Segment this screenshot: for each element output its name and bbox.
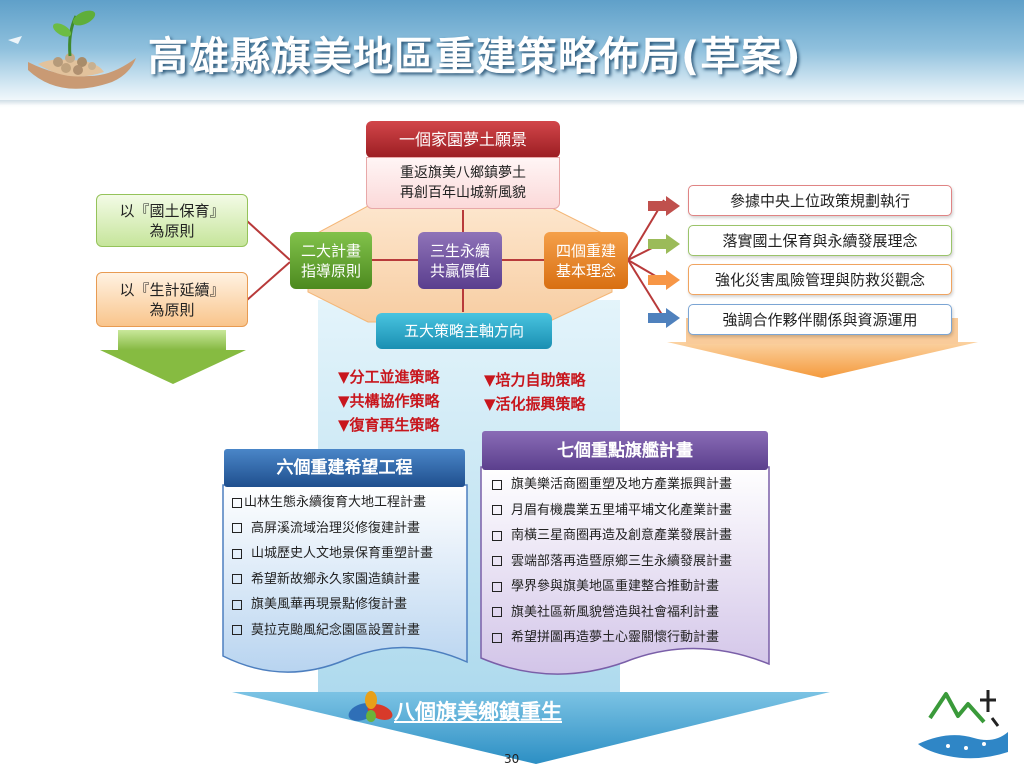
two-plans-line-1: 二大計畫	[300, 241, 361, 260]
arrow-right-icon-blue	[648, 308, 680, 328]
list-item: 月眉有機農業五里埔平埔文化產業計畫	[492, 498, 732, 524]
principle-livelihood: 以『生計延續』 為原則	[96, 272, 248, 327]
checkbox-icon	[492, 632, 502, 643]
three-sustain-box: 三生永續 共贏價值	[418, 232, 502, 289]
project-label: 高屏溪流域治理災修復建計畫	[251, 520, 421, 536]
project-label: 南橫三星商圈再造及創意產業發展計畫	[511, 528, 733, 543]
project-label: 山林生態永續復育大地工程計畫	[244, 495, 427, 510]
vision-line-1: 重返旗美八鄉鎮夢土	[400, 165, 526, 181]
list-item: 山林生態永續復育大地工程計畫	[232, 490, 433, 516]
project-label: 旗美風華再現景點修復計畫	[251, 597, 408, 612]
strategy-item: ▼共構協作策略	[338, 392, 440, 410]
project-label: 山城歷史人文地景保育重塑計畫	[251, 546, 434, 561]
four-concepts-line-1: 四個重建	[555, 241, 616, 260]
seven-projects-header: 七個重點旗艦計畫	[482, 431, 768, 470]
arrow-right-icon-green	[648, 234, 680, 254]
list-item: 南橫三星商圈再造及創意產業發展計畫	[492, 523, 732, 549]
right-arrows	[648, 196, 680, 328]
list-item: 高屏溪流域治理災修復建計畫	[232, 516, 433, 542]
principle-land-conservation: 以『國土保育』 為原則	[96, 194, 248, 247]
list-item: 旗美風華再現景點修復計畫	[232, 592, 433, 618]
hands-holding-seeds-icon	[8, 10, 136, 89]
checkbox-icon	[492, 581, 502, 592]
project-label: 希望拼圖再造夢土心靈關懷行動計畫	[511, 630, 720, 645]
strategy-list-right: ▼培力自助策略 ▼活化振興策略	[484, 368, 586, 416]
checkbox-icon	[492, 505, 502, 516]
seven-projects-list: 旗美樂活商圈重塑及地方產業振興計畫 月眉有機農業五里埔平埔文化產業計畫 南橫三星…	[492, 472, 732, 651]
region-logo-icon	[918, 690, 1008, 759]
six-projects-header: 六個重建希望工程	[224, 449, 465, 487]
project-label: 月眉有機農業五里埔平埔文化產業計畫	[511, 502, 733, 518]
list-item: 旗美樂活商圈重塑及地方產業振興計畫	[492, 472, 732, 498]
seven-projects-panel-bg	[480, 466, 770, 675]
checkbox-icon	[492, 479, 502, 490]
list-item: 莫拉克颱風紀念園區設置計畫	[232, 618, 433, 644]
project-label: 學界參與旗美地區重建整合推動計畫	[511, 579, 720, 594]
vision-line-2: 再創百年山城新風貌	[400, 185, 526, 201]
project-label: 雲端部落再造暨原鄉三生永續發展計畫	[511, 553, 733, 569]
strategy-item: ▼活化振興策略	[484, 395, 586, 413]
list-item: 山城歷史人文地景保育重塑計畫	[232, 541, 433, 567]
strategy-item: ▼培力自助策略	[484, 371, 586, 389]
list-item: 學界參與旗美地區重建整合推動計畫	[492, 574, 732, 600]
two-plans-line-2: 指導原則	[300, 261, 361, 280]
six-projects-panel-bg	[222, 484, 468, 673]
checkbox-icon	[492, 607, 502, 618]
policy-item-1: 參據中央上位政策規劃執行	[688, 185, 952, 216]
three-sustain-line-1: 三生永續	[429, 241, 490, 260]
header-divider	[0, 100, 1024, 106]
vision-description: 重返旗美八鄉鎮夢土 再創百年山城新風貌	[366, 157, 560, 209]
checkbox-icon	[232, 574, 242, 585]
checkbox-icon	[492, 530, 502, 541]
flower-logo-icon	[348, 691, 393, 722]
page-title: 高雄縣旗美地區重建策略佈局(草案)	[148, 34, 802, 80]
policy-item-4: 強調合作夥伴關係與資源運用	[688, 304, 952, 335]
strategy-list-left: ▼分工並進策略 ▼共構協作策略 ▼復育再生策略	[338, 365, 440, 437]
checkbox-icon	[492, 556, 502, 567]
list-item: 旗美社區新風貌營造與社會福利計畫	[492, 600, 732, 626]
arrow-right-icon-orange	[648, 270, 680, 290]
principle-2-line-2: 為原則	[149, 300, 195, 319]
project-label: 希望新故鄉永久家園造鎮計畫	[251, 571, 421, 587]
principle-1-line-1: 以『國土保育』	[119, 201, 225, 220]
project-label: 莫拉克颱風紀念園區設置計畫	[251, 622, 421, 638]
checkbox-icon	[232, 625, 242, 636]
strategy-item: ▼復育再生策略	[338, 416, 440, 434]
checkbox-icon	[232, 548, 242, 559]
slide-header-band	[0, 0, 1024, 108]
policy-item-3: 強化災害風險管理與防救災觀念	[688, 264, 952, 295]
project-label: 旗美樂活商圈重塑及地方產業振興計畫	[511, 477, 733, 492]
six-projects-list: 山林生態永續復育大地工程計畫 高屏溪流域治理災修復建計畫 山城歷史人文地景保育重…	[232, 490, 433, 643]
arrow-right-icon-red	[648, 196, 680, 216]
list-item: 希望新故鄉永久家園造鎮計畫	[232, 567, 433, 593]
checkbox-icon	[232, 523, 242, 534]
five-axes-box: 五大策略主軸方向	[376, 313, 552, 349]
list-item: 希望拼圖再造夢土心靈關懷行動計畫	[492, 625, 732, 651]
vision-header: 一個家園夢土願景	[366, 121, 560, 158]
principle-2-line-1: 以『生計延續』	[119, 280, 225, 299]
three-sustain-line-2: 共贏價值	[429, 261, 490, 280]
bottom-goal-label: 八個旗美鄉鎮重生	[394, 700, 562, 724]
page-number: 30	[504, 752, 520, 766]
principle-1-line-2: 為原則	[149, 221, 195, 240]
project-label: 旗美社區新風貌營造與社會福利計畫	[511, 604, 720, 620]
two-plans-box: 二大計畫 指導原則	[290, 232, 372, 289]
four-concepts-box: 四個重建 基本理念	[544, 232, 628, 289]
strategy-item: ▼分工並進策略	[338, 368, 440, 386]
policy-item-2: 落實國土保育與永續發展理念	[688, 225, 952, 256]
four-concepts-line-2: 基本理念	[555, 261, 616, 280]
checkbox-icon	[232, 599, 242, 610]
checkbox-icon	[232, 497, 242, 508]
list-item: 雲端部落再造暨原鄉三生永續發展計畫	[492, 549, 732, 575]
